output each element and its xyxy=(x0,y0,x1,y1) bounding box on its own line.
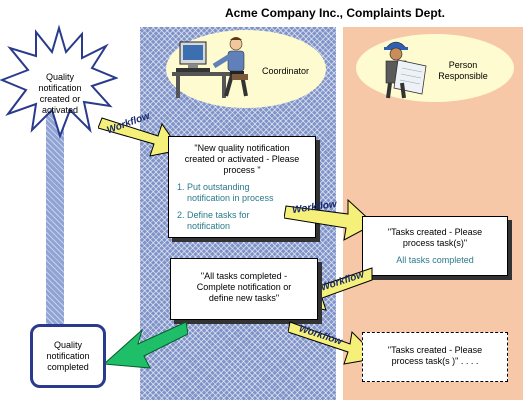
step4-box: "Tasks created - Please process task(s )… xyxy=(362,332,508,382)
person-responsible-label: Person Responsible xyxy=(428,60,498,82)
start-line1: Quality xyxy=(45,72,74,82)
completion-arrow xyxy=(102,321,188,369)
worker-figure-icon xyxy=(384,41,427,99)
person-label-line2: Responsible xyxy=(438,71,488,81)
end-line1: Quality xyxy=(53,339,82,350)
step3-line1: "All tasks completed - xyxy=(200,271,288,281)
end-line3: completed xyxy=(47,361,89,372)
step2-status: All tasks completed xyxy=(396,255,474,265)
end-event: Quality notification completed xyxy=(30,324,106,388)
step1-line1: "New quality notification xyxy=(194,143,290,153)
step4-line2: process task(s )" . . . . xyxy=(391,356,479,366)
step1-item1-line2: notification in process xyxy=(187,193,274,203)
person-responsible-oval xyxy=(356,34,514,102)
step3-box: "All tasks completed - Complete notifica… xyxy=(170,258,318,320)
start-line3: created or xyxy=(39,94,81,104)
step2-line2: process task(s)" xyxy=(402,238,468,248)
end-line2: notification xyxy=(46,350,90,361)
step1-item2-line2: notification xyxy=(187,221,231,231)
start-line2: notification xyxy=(38,83,82,93)
coordinator-label: Coordinator xyxy=(262,66,310,76)
left-flow-bar xyxy=(46,100,64,340)
step2-line1: "Tasks created - Please xyxy=(387,227,483,237)
step1-line3: process " xyxy=(223,165,261,175)
start-line4: activated xyxy=(41,105,79,115)
step3-line3: define new tasks" xyxy=(208,293,280,303)
step4-line1: "Tasks created - Please xyxy=(387,345,483,355)
person-label-line1: Person xyxy=(448,60,478,70)
step3-line2: Complete notification or xyxy=(196,282,292,292)
step2-box: "Tasks created - Please process task(s)"… xyxy=(362,216,508,276)
workflow-arrow-4 xyxy=(288,321,380,365)
start-event-starburst xyxy=(0,24,118,140)
diagram-title: Acme Company Inc., Complaints Dept. xyxy=(224,6,446,20)
workflow-arrow-2 xyxy=(284,198,375,241)
step1-item1-line1: 1. Put outstanding xyxy=(177,182,250,192)
start-event-text: Quality notification created or activate… xyxy=(22,72,98,116)
step1-line2: created or activated - Please xyxy=(184,154,300,164)
step1-box: "New quality notification created or act… xyxy=(168,136,316,238)
workflow-arrow-1 xyxy=(98,117,181,157)
step1-item2-line1: 2. Define tasks for xyxy=(177,210,250,220)
coordinator-figure-icon xyxy=(172,37,248,98)
